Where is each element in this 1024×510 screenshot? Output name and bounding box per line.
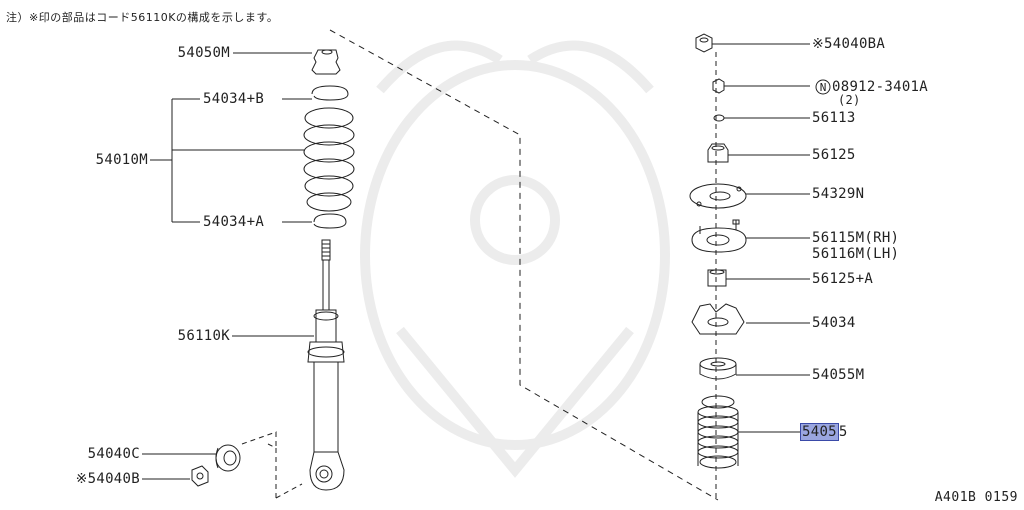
label-54040B[interactable]: ※54040B xyxy=(75,471,140,487)
label-56115M[interactable]: 56115M(RH) xyxy=(812,230,900,246)
label-54055-tail: 5 xyxy=(838,424,848,440)
label-54034[interactable]: 54034 xyxy=(812,315,856,331)
nut-54040BA[interactable] xyxy=(695,33,713,53)
label-54034A[interactable]: 54034+A xyxy=(203,214,265,230)
label-56113[interactable]: 56113 xyxy=(812,110,856,126)
nut-08912-3401A[interactable] xyxy=(712,78,725,94)
label-56116M[interactable]: 56116M(LH) xyxy=(812,246,900,262)
label-54329N[interactable]: 54329N xyxy=(812,186,865,202)
label-08912-qty: (2) xyxy=(838,93,861,107)
watermark-logo xyxy=(360,40,670,478)
spring-seat-54034[interactable] xyxy=(691,303,745,335)
shock-absorber-56110K[interactable] xyxy=(307,239,345,491)
label-54010M[interactable]: 54010M xyxy=(95,152,148,168)
circle-n-icon: N xyxy=(815,79,831,95)
label-54040BA[interactable]: ※54040BA xyxy=(812,36,886,52)
dust-boot-54055[interactable] xyxy=(697,395,739,469)
bushing-56125A[interactable] xyxy=(707,269,727,287)
coil-spring-54010M[interactable] xyxy=(303,107,355,212)
label-56110K[interactable]: 56110K xyxy=(177,328,230,344)
label-54055-highlight[interactable]: 5405 xyxy=(800,423,839,441)
svg-text:N: N xyxy=(820,81,827,94)
diagram-note: 注）※印の部品はコード56110Kの構成を示します。 xyxy=(6,11,279,24)
label-08912-3401A[interactable]: 08912-3401A xyxy=(832,79,929,95)
label-56125[interactable]: 56125 xyxy=(812,147,856,163)
strut-mount-56115M[interactable] xyxy=(691,219,747,253)
bushing-56125[interactable] xyxy=(707,143,729,163)
mount-plate-54329N[interactable] xyxy=(689,183,747,209)
label-54034B[interactable]: 54034+B xyxy=(203,91,265,107)
bump-stop-54050M[interactable] xyxy=(311,49,341,75)
label-54050M[interactable]: 54050M xyxy=(177,45,230,61)
label-54055M[interactable]: 54055M xyxy=(812,367,865,383)
drawing-code: A401B 0159 xyxy=(934,490,1018,505)
spring-seat-54034A[interactable] xyxy=(313,213,347,229)
label-56125A[interactable]: 56125+A xyxy=(812,271,874,287)
bump-stop-54055M[interactable] xyxy=(699,357,737,380)
nut-54040B[interactable] xyxy=(191,465,209,487)
bushing-54040C[interactable] xyxy=(215,444,241,472)
spring-seat-54034B[interactable] xyxy=(311,85,349,101)
label-54040C[interactable]: 54040C xyxy=(87,446,140,462)
